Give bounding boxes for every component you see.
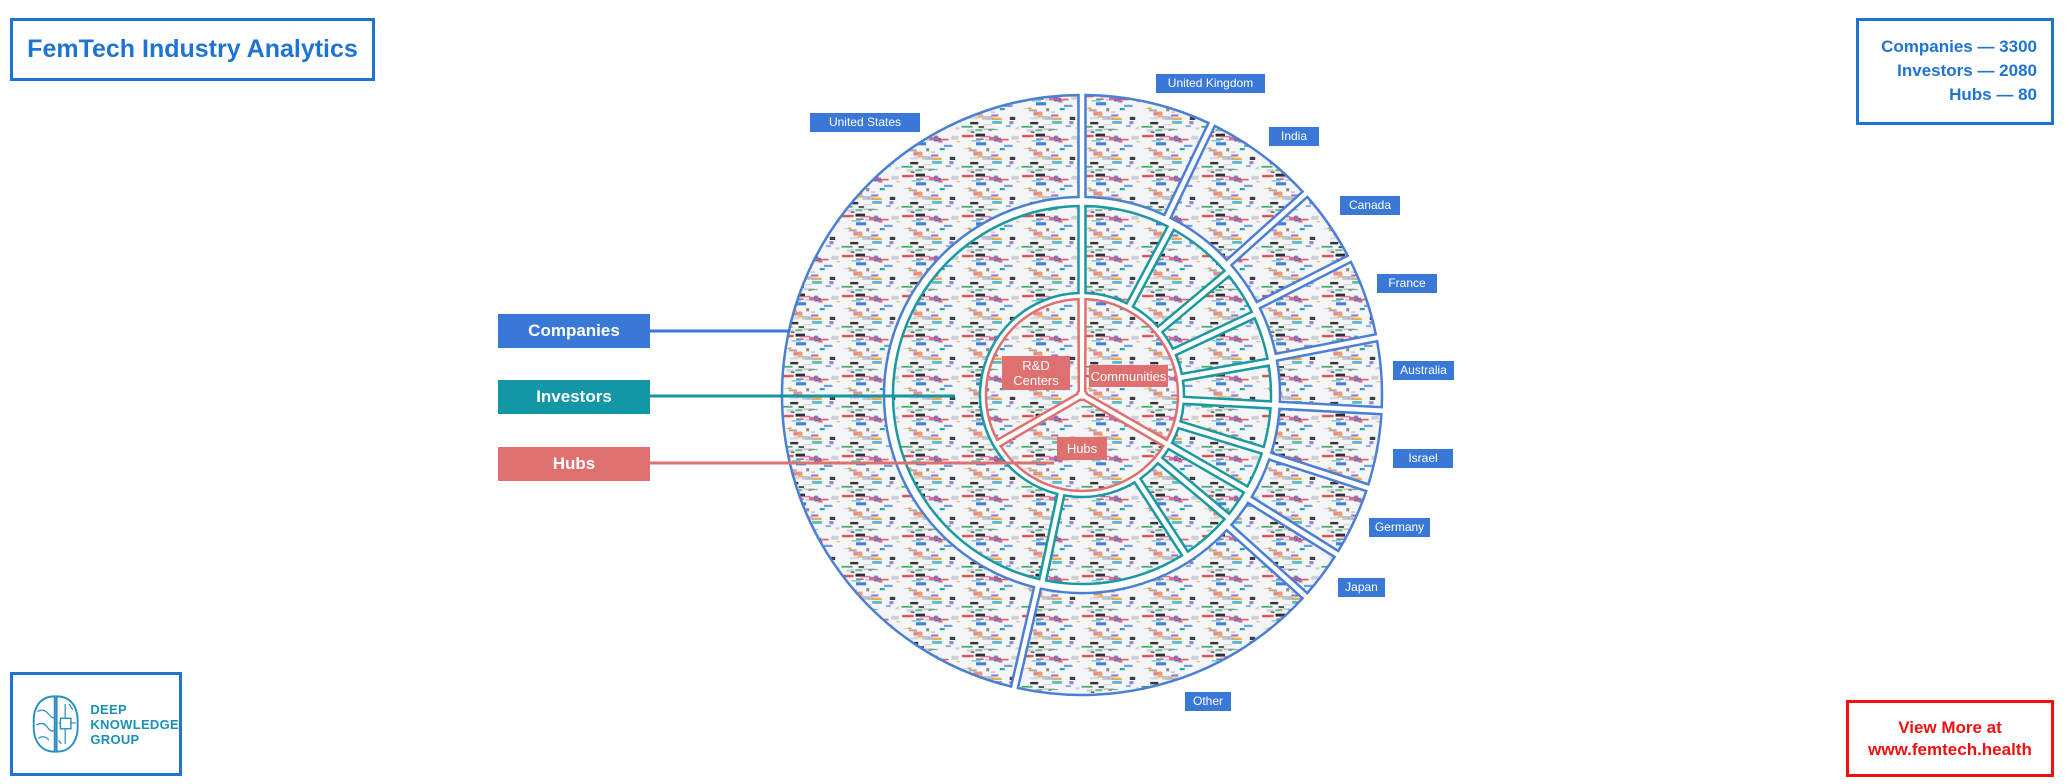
country-label-united-states[interactable]: United States — [810, 113, 920, 132]
country-label-india[interactable]: India — [1269, 127, 1319, 146]
legend-companies-button[interactable]: Companies — [498, 314, 650, 348]
investors-sector[interactable] — [1174, 316, 1269, 376]
country-label-canada[interactable]: Canada — [1340, 196, 1400, 215]
logo-line-3: GROUP — [90, 731, 140, 747]
companies-sector-japan[interactable] — [1229, 501, 1337, 595]
deep-knowledge-group-logo[interactable]: DEEP KNOWLEDGE GROUP — [10, 672, 182, 776]
country-label-other[interactable]: Other — [1185, 692, 1231, 711]
investors-sector[interactable] — [1084, 204, 1170, 306]
investors-sector[interactable] — [1160, 274, 1254, 351]
stat-companies: Companies — 3300 — [1881, 37, 2037, 56]
legend-hubs-button[interactable]: Hubs — [498, 447, 650, 481]
logo-text: DEEP KNOWLEDGE GROUP — [90, 702, 179, 747]
country-label-australia[interactable]: Australia — [1393, 361, 1454, 380]
companies-sector-australia[interactable] — [1275, 339, 1384, 409]
investors-sector[interactable] — [1178, 402, 1272, 449]
country-label-germany[interactable]: Germany — [1369, 518, 1430, 537]
investors-sector[interactable] — [1044, 480, 1184, 586]
investors-sector[interactable] — [891, 204, 1080, 581]
view-more-url[interactable]: www.femtech.health — [1868, 739, 2032, 759]
companies-sector-germany[interactable] — [1250, 457, 1368, 553]
view-more-link[interactable]: View More at www.femtech.health — [1846, 700, 2054, 777]
page-title: FemTech Industry Analytics — [27, 35, 358, 63]
companies-sector-united-kingdom[interactable] — [1084, 93, 1211, 217]
companies-sector-other[interactable] — [1016, 528, 1305, 697]
segment-label-rd-centers[interactable]: R&D Centers — [1002, 356, 1070, 390]
companies-sector-india[interactable] — [1169, 124, 1305, 262]
logo-line-1: DEEP — [90, 701, 127, 717]
stat-hubs: Hubs — 80 — [1949, 85, 2037, 104]
country-label-japan[interactable]: Japan — [1338, 578, 1385, 597]
logo-line-2: KNOWLEDGE — [90, 716, 179, 732]
stat-investors: Investors — 2080 — [1897, 61, 2037, 80]
country-label-france[interactable]: France — [1377, 274, 1437, 293]
investors-sector[interactable] — [1138, 461, 1227, 554]
companies-sector-israel[interactable] — [1269, 407, 1383, 486]
legend-investors-button[interactable]: Investors — [498, 380, 650, 414]
view-more-text: View More at — [1898, 717, 2002, 737]
companies-sector-canada[interactable] — [1229, 195, 1350, 304]
companies-sector-france[interactable] — [1258, 260, 1378, 356]
country-label-israel[interactable]: Israel — [1393, 449, 1453, 468]
segment-label-hubs[interactable]: Hubs — [1057, 437, 1107, 460]
country-label-united-kingdom[interactable]: United Kingdom — [1156, 74, 1265, 93]
brain-icon — [32, 695, 79, 753]
title-box: FemTech Industry Analytics — [10, 18, 375, 81]
investors-sector[interactable] — [1181, 364, 1273, 403]
segment-label-communities[interactable]: Communities — [1089, 365, 1168, 387]
investors-sector[interactable] — [1160, 447, 1246, 516]
stats-box: Companies — 3300 Investors — 2080 Hubs —… — [1856, 18, 2054, 125]
companies-sector-united-states[interactable] — [780, 93, 1080, 689]
investors-sector[interactable] — [1170, 426, 1264, 489]
investors-sector[interactable] — [1131, 228, 1227, 329]
